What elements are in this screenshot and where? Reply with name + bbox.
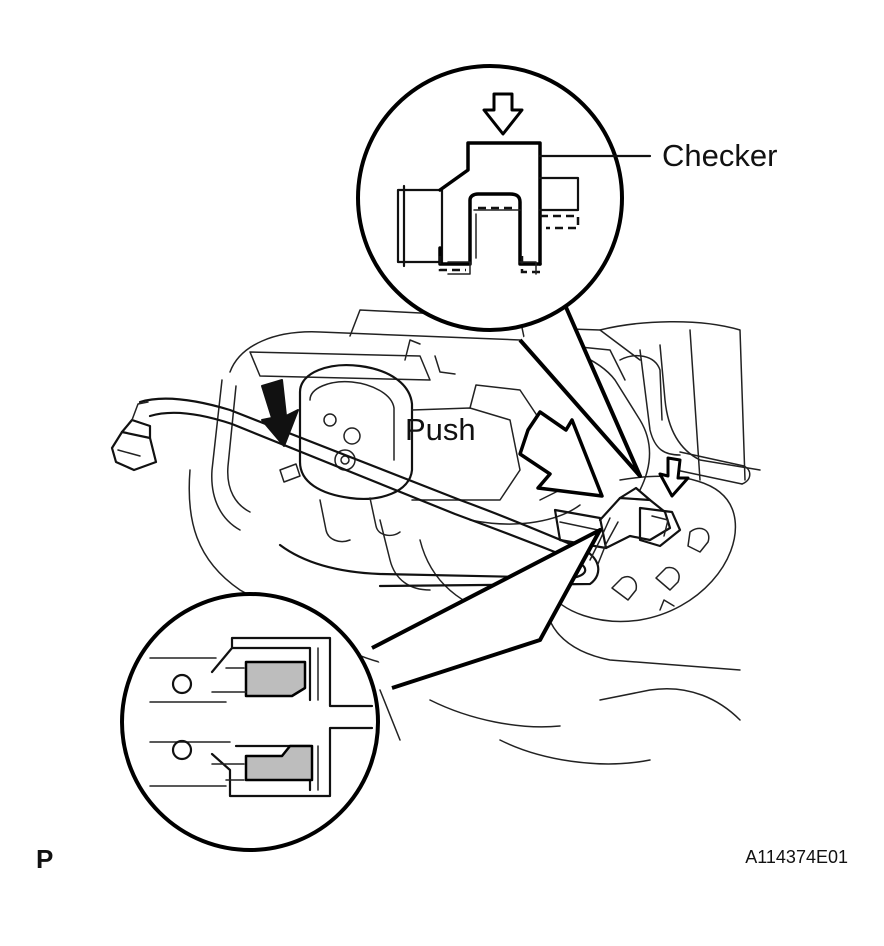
fuel-line-connector xyxy=(553,486,682,565)
push-arrow-icon xyxy=(518,410,604,498)
page-marker: P xyxy=(36,844,53,874)
down-arrow-icon xyxy=(261,379,299,447)
wire-harness xyxy=(110,397,600,588)
push-label: Push xyxy=(405,412,476,447)
down-arrow-icon xyxy=(658,456,690,498)
checker-label: Checker xyxy=(662,138,777,173)
checker-detail-callout xyxy=(356,64,652,478)
figure-code: A114374E01 xyxy=(745,847,848,867)
latch-detail-callout xyxy=(120,528,602,852)
